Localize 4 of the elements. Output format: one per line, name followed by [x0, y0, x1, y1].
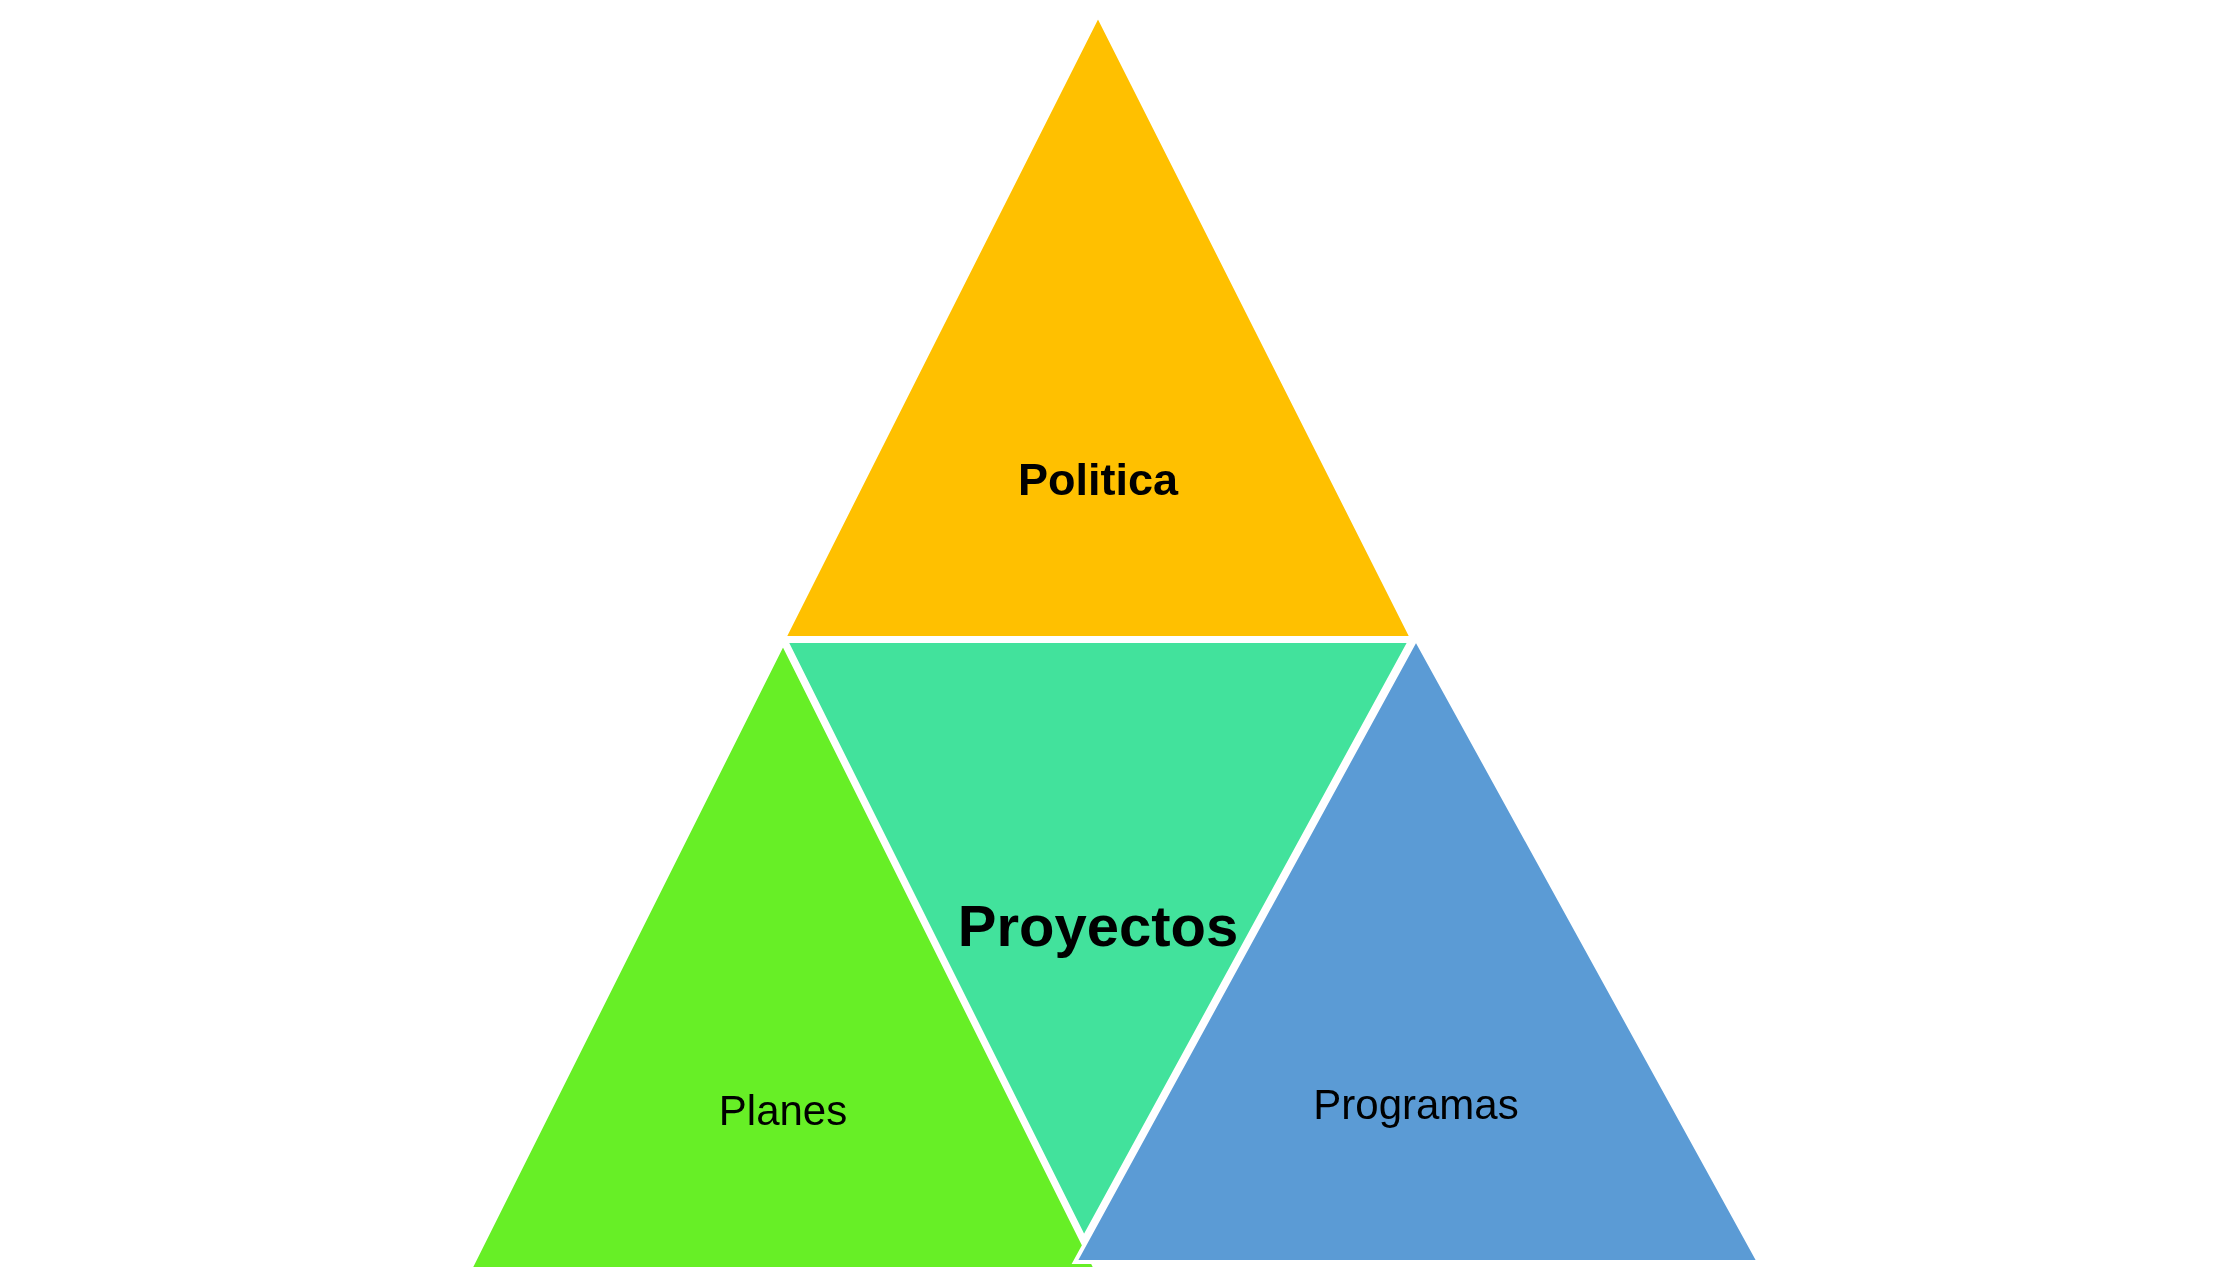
- triangle-label: Proyectos: [957, 894, 1239, 958]
- triangle-label: Planes: [718, 1087, 848, 1135]
- triangle-label: Politica: [1017, 455, 1179, 505]
- triangle-label: Programas: [1313, 1081, 1519, 1129]
